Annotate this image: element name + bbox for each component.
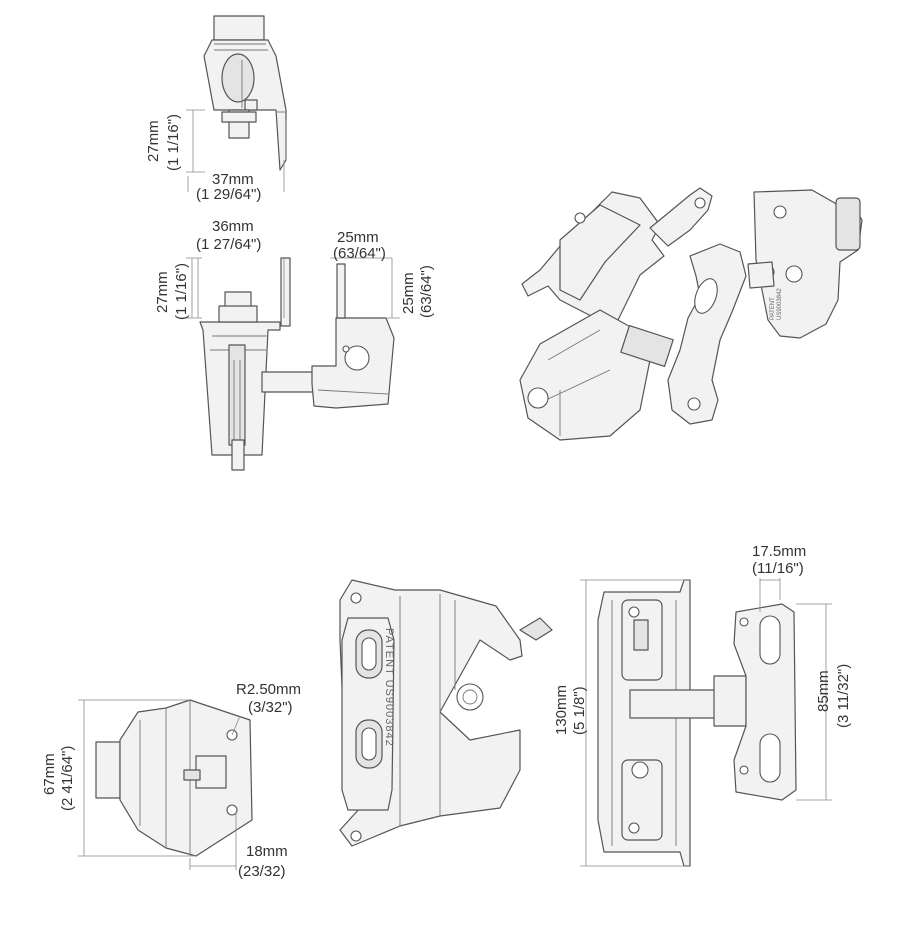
front-view-latch	[597, 579, 797, 867]
dim-mid-height-mm: 27mm	[154, 271, 171, 313]
dim-keeper-height-mm: 25mm	[400, 272, 417, 314]
dim-radius-in: (3/32")	[248, 699, 293, 716]
top-view-dimensions: 27mm (1 1/16") 37mm (1 29/64")	[145, 109, 285, 203]
dim-right-width-in: (11/16")	[752, 560, 804, 577]
side-view-latch	[95, 699, 253, 857]
mid-view-latch	[199, 257, 395, 471]
isometric-latch-assembly: PATENT US9003842	[519, 187, 863, 441]
patent-embossed-text: PATENT US9003842	[383, 628, 395, 747]
dim-side-width-in: (23/32)	[238, 863, 286, 880]
dim-keeper-width-mm: 25mm	[337, 229, 379, 246]
dim-right-height-in: (3 11/32")	[835, 664, 852, 728]
dim-mid-width-mm: 36mm	[212, 218, 254, 235]
dim-front-height-in: (5 1/8")	[571, 686, 588, 735]
dim-mid-width-in: (1 27/64")	[196, 236, 261, 253]
dim-keeper-height-in: (63/64")	[418, 265, 435, 318]
front-view-dimensions: 130mm (5 1/8") 17.5mm (11/16") 85mm (3 1…	[553, 543, 852, 867]
dim-side-height-in: (2 41/64")	[59, 746, 76, 811]
dim-front-height-mm: 130mm	[553, 685, 570, 735]
dim-right-height-mm: 85mm	[815, 670, 832, 712]
top-view-latch	[203, 15, 287, 171]
dim-side-width-mm: 18mm	[246, 843, 288, 860]
dim-keeper-width-in: (63/64")	[333, 245, 386, 262]
dim-side-height-mm: 67mm	[41, 753, 58, 795]
dim-top-height-mm: 27mm	[145, 120, 162, 162]
dim-top-height-in: (1 1/16")	[165, 114, 182, 171]
iso-patent-label: PATENT	[770, 297, 776, 320]
dim-radius-mm: R2.50mm	[236, 681, 301, 698]
mid-view-dimensions: 36mm (1 27/64") 27mm (1 1/16") 25mm (63/…	[154, 218, 435, 320]
dim-top-width-mm: 37mm	[212, 171, 254, 188]
patent-view-latch: PATENT US9003842	[339, 579, 553, 847]
side-view-dimensions: R2.50mm (3/32") 67mm (2 41/64") 18mm (23…	[41, 681, 301, 880]
dim-right-width-mm: 17.5mm	[752, 543, 806, 560]
iso-patent-number: US9003842	[777, 288, 783, 320]
dim-mid-height-in: (1 1/16")	[173, 263, 190, 320]
dim-top-width-in: (1 29/64")	[196, 186, 261, 203]
